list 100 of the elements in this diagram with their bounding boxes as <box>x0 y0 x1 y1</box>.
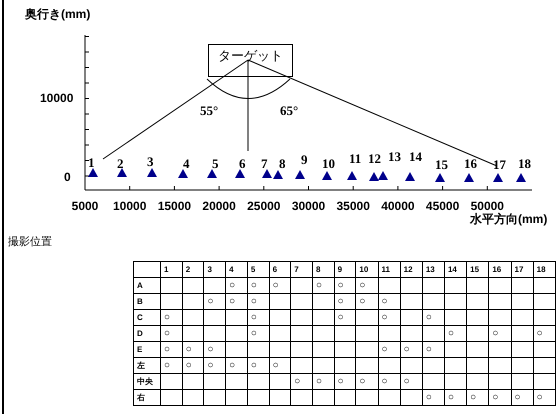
axis-title: 奥行き(mm) <box>25 8 90 20</box>
circle-mark: ○ <box>359 280 366 291</box>
circle-mark: ○ <box>316 376 322 387</box>
column-header: 18 <box>536 265 546 274</box>
circle-mark: ○ <box>536 392 543 403</box>
circle-mark: ○ <box>272 280 279 291</box>
circle-mark: ○ <box>229 360 236 371</box>
point-number: 15 <box>435 158 448 171</box>
point-number: 11 <box>349 152 362 165</box>
circle-mark: ○ <box>250 328 257 339</box>
column-header: 11 <box>382 265 390 274</box>
circle-mark: ○ <box>250 312 257 323</box>
circle-mark: ○ <box>250 360 257 371</box>
circle-mark: ○ <box>250 280 257 291</box>
row-header: D <box>137 329 143 338</box>
circle-mark: ○ <box>250 296 257 307</box>
circle-mark: ○ <box>272 360 279 371</box>
circle-mark: ○ <box>316 280 322 291</box>
circle-mark: ○ <box>164 312 170 323</box>
circle-mark: ○ <box>164 360 170 371</box>
point-number: 1 <box>88 156 94 169</box>
tick-label: 0 <box>64 171 71 183</box>
point-number: 7 <box>261 157 268 170</box>
column-header: 2 <box>186 265 190 274</box>
point-number: 14 <box>409 150 422 163</box>
circle-mark: ○ <box>207 344 214 355</box>
column-header: 1 <box>164 265 168 274</box>
row-header: 右 <box>137 393 145 402</box>
circle-mark: ○ <box>164 344 170 355</box>
tick-label: 35000 <box>336 200 370 212</box>
circle-mark: ○ <box>338 280 344 291</box>
circle-mark: ○ <box>492 328 498 339</box>
circle-mark: ○ <box>359 296 366 307</box>
circle-mark: ○ <box>448 328 454 339</box>
point-number: 3 <box>147 155 154 168</box>
point-number: 13 <box>388 150 401 163</box>
tick-label: 15000 <box>158 200 192 212</box>
column-header: 7 <box>294 265 299 274</box>
column-header: 6 <box>272 265 278 274</box>
tick-label: 45000 <box>426 200 460 212</box>
circle-mark: ○ <box>426 344 432 355</box>
circle-mark: ○ <box>229 280 236 291</box>
circle-mark: ○ <box>164 328 170 339</box>
angle-label: 65° <box>280 104 298 117</box>
point-number: 16 <box>464 157 477 170</box>
tick-label: 5000 <box>72 200 98 212</box>
tick-label: 10000 <box>113 200 146 212</box>
tick-label: 50000 <box>470 200 504 212</box>
circle-mark: ○ <box>404 376 410 387</box>
column-header: 14 <box>448 265 457 274</box>
circle-mark: ○ <box>294 376 300 387</box>
circle-mark: ○ <box>186 360 192 371</box>
circle-mark: ○ <box>359 376 366 387</box>
circle-mark: ○ <box>338 296 344 307</box>
column-header: 9 <box>338 265 342 274</box>
circle-mark: ○ <box>338 312 344 323</box>
column-header: 8 <box>316 265 320 274</box>
tick-label: 10000 <box>40 92 74 104</box>
tick-label: 20000 <box>202 200 236 212</box>
tick-label: 25000 <box>247 200 280 212</box>
circle-mark: ○ <box>514 392 521 403</box>
column-header: 13 <box>426 265 435 274</box>
point-number: 8 <box>279 157 286 170</box>
circle-mark: ○ <box>426 392 432 403</box>
point-number: 9 <box>301 153 308 166</box>
circle-mark: ○ <box>382 312 388 323</box>
circle-mark: ○ <box>492 392 498 403</box>
circle-mark: ○ <box>207 296 214 307</box>
point-number: 12 <box>368 152 381 165</box>
axis-title: 水平方向(mm) <box>470 213 548 225</box>
circle-mark: ○ <box>536 328 543 339</box>
column-header: 5 <box>250 265 256 274</box>
column-header: 3 <box>207 265 212 274</box>
point-number: 18 <box>518 157 531 170</box>
circle-mark: ○ <box>426 312 432 323</box>
section-label: 撮影位置 <box>8 237 52 248</box>
circle-mark: ○ <box>207 360 214 371</box>
point-number: 2 <box>117 157 124 170</box>
column-header: 17 <box>514 265 524 274</box>
circle-mark: ○ <box>470 392 476 403</box>
column-header: 4 <box>229 265 234 274</box>
row-header: A <box>137 281 143 290</box>
point-number: 5 <box>212 157 218 170</box>
circle-mark: ○ <box>186 344 192 355</box>
circle-mark: ○ <box>338 376 344 387</box>
row-header: C <box>137 313 143 322</box>
circle-mark: ○ <box>229 296 236 307</box>
point-number: 4 <box>183 157 190 170</box>
row-header: 左 <box>137 361 145 370</box>
circle-mark: ○ <box>382 376 388 387</box>
point-number: 6 <box>239 157 246 170</box>
column-header: 10 <box>359 265 368 274</box>
circle-mark: ○ <box>382 296 388 307</box>
row-header: 中央 <box>137 377 153 386</box>
angle-label: 55° <box>200 104 218 117</box>
row-header: B <box>137 297 143 306</box>
column-header: 12 <box>404 265 413 274</box>
circle-mark: ○ <box>382 344 388 355</box>
point-number: 10 <box>322 157 335 170</box>
row-header: E <box>137 345 142 354</box>
